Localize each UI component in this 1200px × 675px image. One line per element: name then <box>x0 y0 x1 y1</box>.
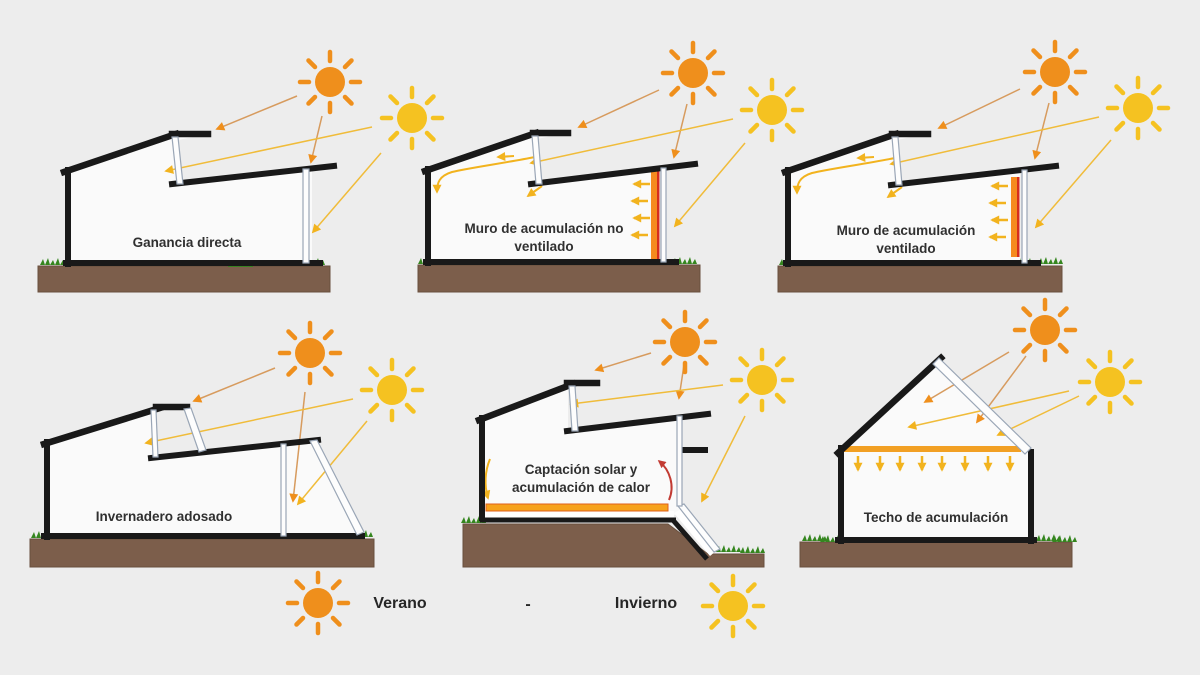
legend-separator: - <box>525 596 531 613</box>
sun-winter-icon <box>1080 352 1140 412</box>
greenhouse-glass <box>309 439 365 536</box>
sun-rays <box>569 352 746 503</box>
sun-rays <box>889 88 1112 229</box>
sun-winter-icon <box>742 80 802 140</box>
airflow-arrows <box>432 152 543 198</box>
glazing <box>171 136 310 264</box>
panel-invernadero-adosado <box>29 323 422 568</box>
glazing <box>568 385 683 507</box>
heat-accumulation-floor <box>485 503 669 512</box>
heat-rise-arrow <box>657 459 673 501</box>
ground <box>799 541 1073 568</box>
label-muro-ventilado: Muro de acumulación ventilado <box>836 223 976 256</box>
house-structure <box>780 129 1060 267</box>
accumulation-wall <box>1011 177 1017 257</box>
sun-summer-icon <box>1025 42 1085 102</box>
accumulation-wall <box>651 169 657 262</box>
label-muro-no-ventilado: Muro de acumulación no ventilado <box>464 221 624 254</box>
label-captacion-solar: Captación solar y acumulación de calor <box>511 462 651 495</box>
glazing <box>891 136 1028 264</box>
sun-summer-icon <box>663 43 723 103</box>
sun-rays <box>164 95 382 234</box>
sun-summer-icon <box>280 323 340 383</box>
sun-summer-icon <box>300 52 360 112</box>
floor-slab <box>480 503 721 561</box>
glazing <box>150 407 365 537</box>
sun-winter-icon <box>703 576 763 636</box>
panel-techo-acumulacion <box>799 300 1140 568</box>
airflow-arrows <box>792 153 903 199</box>
label-techo-acumulacion: Techo de acumulación <box>863 510 1009 526</box>
heat-arrows <box>630 179 650 240</box>
heat-arrows <box>853 456 1015 472</box>
heat-arrows <box>988 181 1008 242</box>
house-structure <box>833 353 1037 544</box>
house-structure <box>39 403 365 540</box>
ground <box>29 538 375 568</box>
label-invernadero-adosado: Invernadero adosado <box>95 509 233 525</box>
label-ganancia-directa: Ganancia directa <box>132 235 242 251</box>
sun-rays <box>144 367 368 506</box>
trombe-wall-ventilated <box>1011 177 1020 257</box>
panel-ganancia-directa <box>37 52 442 293</box>
roof-glazing <box>932 357 1032 455</box>
ground <box>417 264 701 293</box>
sun-winter-icon <box>382 88 442 148</box>
house-structure <box>420 128 699 266</box>
trombe-wall <box>651 169 660 262</box>
sun-winter-icon <box>362 360 422 420</box>
house-interior <box>482 381 680 517</box>
sun-summer-icon <box>1015 300 1075 360</box>
sun-winter-icon <box>732 350 792 410</box>
ground-sloped <box>462 523 765 568</box>
ground <box>777 265 1063 293</box>
ground <box>37 265 331 293</box>
sun-rays <box>529 89 746 228</box>
panel-muro-no-ventilado <box>417 43 802 293</box>
glazing <box>531 135 667 263</box>
panel-captacion-solar <box>461 312 792 568</box>
legend-summer-label: Verano <box>373 595 427 612</box>
airflow-arrows <box>481 458 673 501</box>
sun-summer-icon <box>288 573 348 633</box>
legend-winter-label: Invierno <box>614 595 678 612</box>
panel-muro-ventilado <box>777 42 1168 293</box>
sun-summer-icon <box>655 312 715 372</box>
house-structure <box>474 379 712 521</box>
sun-winter-icon <box>1108 78 1168 138</box>
